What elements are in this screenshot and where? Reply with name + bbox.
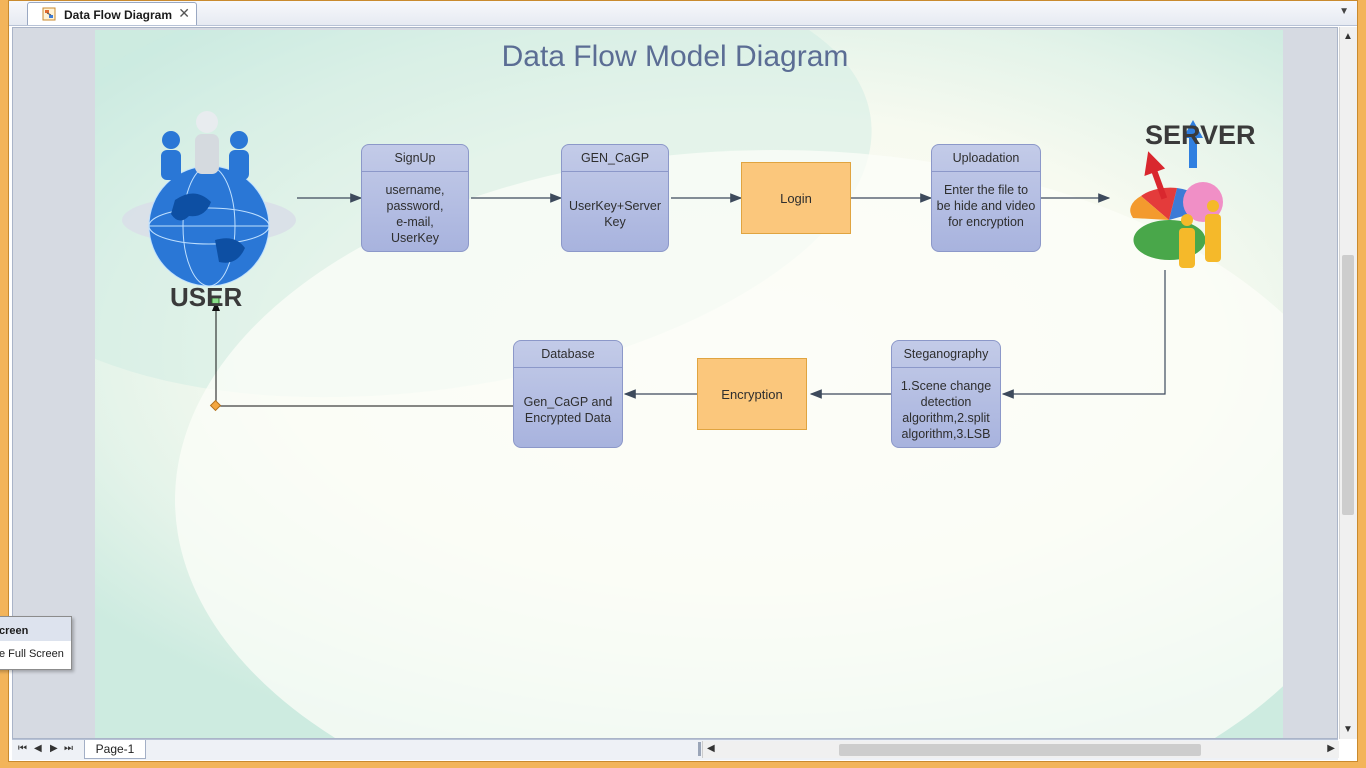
tab-data-flow-diagram[interactable]: Data Flow Diagram ✕	[27, 2, 197, 25]
steganography-line: 1.Scene change	[900, 379, 992, 393]
connector-endpoint	[211, 296, 220, 305]
connector-layer	[122, 111, 1223, 412]
database-line: Encrypted Data	[524, 411, 612, 425]
encryption-label: Encryption	[721, 386, 783, 402]
close-icon[interactable]: ✕	[178, 5, 190, 21]
steganography-line: detection	[920, 395, 972, 409]
vertical-scrollbar[interactable]: ▲ ▼	[1339, 27, 1357, 739]
diagram-canvas[interactable]: Data Flow Model Diagram	[12, 27, 1338, 739]
uploadation-line: Enter the file to	[943, 183, 1029, 197]
server-label[interactable]: SERVER	[1145, 120, 1256, 150]
vertical-scroll-thumb[interactable]	[1342, 255, 1354, 515]
signup-line: username,	[385, 183, 445, 197]
next-page-icon[interactable]: ▶	[50, 743, 58, 754]
page-navigation-bar: ⏮ ◀ ▶ ⏭ Page-1 ◀ ▶	[12, 739, 1339, 760]
prev-page-icon[interactable]: ◀	[34, 743, 42, 754]
server-chart-icon	[1130, 120, 1223, 268]
steganography-line: algorithm,2.split	[902, 411, 990, 425]
signup-line: password,	[386, 199, 444, 213]
gen-cagp-header: GEN_CaGP	[562, 145, 668, 172]
gen-cagp-body: UserKey+Server Key	[562, 172, 668, 256]
scroll-up-icon[interactable]: ▲	[1343, 31, 1353, 42]
scroll-down-icon[interactable]: ▼	[1343, 724, 1353, 735]
last-page-icon[interactable]: ⏭	[64, 743, 73, 754]
uploadation-line: for encryption	[948, 215, 1024, 229]
scrollbar-splitter[interactable]	[698, 742, 701, 756]
exit-full-screen-item[interactable]: e Full Screen	[0, 648, 64, 660]
connector-server-steganography	[1001, 270, 1166, 399]
globe-people-icon	[122, 111, 296, 287]
encryption-process[interactable]: Encryption	[697, 358, 807, 430]
app-window: Data Flow Diagram ✕ ▼ Data Flow Model Di…	[8, 0, 1358, 762]
login-label: Login	[780, 190, 812, 206]
tab-title: Data Flow Diagram	[64, 8, 173, 22]
signup-header: SignUp	[362, 145, 468, 172]
gen-cagp-line: UserKey+Server	[568, 199, 662, 213]
login-process[interactable]: Login	[741, 162, 851, 234]
signup-line: e-mail,	[396, 215, 434, 229]
steganography-body: 1.Scene change detection algorithm,2.spl…	[892, 368, 1000, 452]
database-entity[interactable]: Database Gen_CaGP and Encrypted Data	[513, 340, 623, 448]
uploadation-entity[interactable]: Uploadation Enter the file to be hide an…	[931, 144, 1041, 252]
diagram-page[interactable]: Data Flow Model Diagram	[95, 30, 1283, 738]
document-tab-bar: Data Flow Diagram ✕ ▼	[9, 1, 1357, 26]
steganography-header: Steganography	[892, 341, 1000, 368]
uploadation-header: Uploadation	[932, 145, 1040, 172]
horizontal-scrollbar[interactable]: ◀ ▶	[702, 741, 1339, 758]
diagram-title[interactable]: Data Flow Model Diagram	[501, 40, 849, 73]
gen-cagp-entity[interactable]: GEN_CaGP UserKey+Server Key	[561, 144, 669, 252]
scroll-right-icon[interactable]: ▶	[1327, 743, 1335, 754]
database-body: Gen_CaGP and Encrypted Data	[514, 368, 622, 452]
context-menu: creen e Full Screen	[0, 616, 72, 670]
signup-line: UserKey	[391, 231, 439, 245]
chevron-down-icon[interactable]: ▼	[1339, 6, 1349, 17]
scroll-left-icon[interactable]: ◀	[707, 743, 715, 754]
database-line: Gen_CaGP and	[523, 395, 613, 409]
tab-page-1[interactable]: Page-1	[84, 740, 146, 759]
signup-entity[interactable]: SignUp username, password, e-mail, UserK…	[361, 144, 469, 252]
steganography-entity[interactable]: Steganography 1.Scene change detection a…	[891, 340, 1001, 448]
steganography-line: algorithm,3.LSB	[901, 427, 991, 441]
signup-body: username, password, e-mail, UserKey	[362, 172, 468, 256]
uploadation-body: Enter the file to be hide and video for …	[932, 172, 1040, 264]
diagram-document-icon	[42, 7, 56, 21]
user-label[interactable]: USER	[170, 282, 243, 312]
connector-database-user	[212, 301, 537, 407]
first-page-icon[interactable]: ⏮	[18, 743, 27, 754]
horizontal-scroll-thumb[interactable]	[839, 744, 1201, 756]
context-menu-header: creen	[0, 617, 71, 641]
gen-cagp-line: Key	[604, 215, 626, 229]
uploadation-line: be hide and video	[936, 199, 1036, 213]
database-header: Database	[514, 341, 622, 368]
connector-handle	[209, 399, 222, 412]
